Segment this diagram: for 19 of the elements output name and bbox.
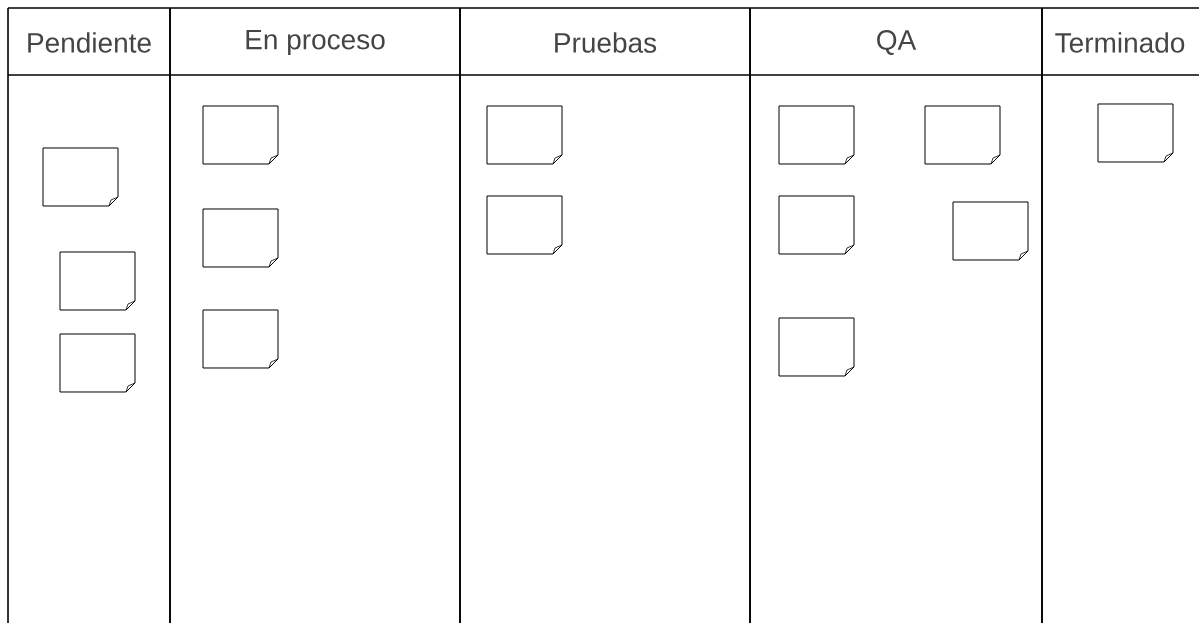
board-column: Pendiente	[7, 7, 171, 623]
sticky-note	[486, 105, 563, 165]
board-column: Pruebas	[459, 7, 751, 623]
sticky-note	[952, 201, 1029, 261]
sticky-note	[924, 105, 1001, 165]
sticky-note	[778, 317, 855, 377]
sticky-note	[778, 195, 855, 255]
sticky-note	[202, 105, 279, 165]
sticky-note	[42, 147, 119, 207]
board-column: En proceso	[169, 7, 461, 623]
sticky-note	[778, 105, 855, 165]
sticky-note	[1097, 103, 1174, 163]
sticky-note	[202, 309, 279, 369]
sticky-note	[486, 195, 563, 255]
board-column: Terminado	[1041, 7, 1199, 623]
sticky-note	[202, 208, 279, 268]
sticky-note	[59, 333, 136, 393]
sticky-note	[59, 251, 136, 311]
board-column: QA	[749, 7, 1043, 623]
